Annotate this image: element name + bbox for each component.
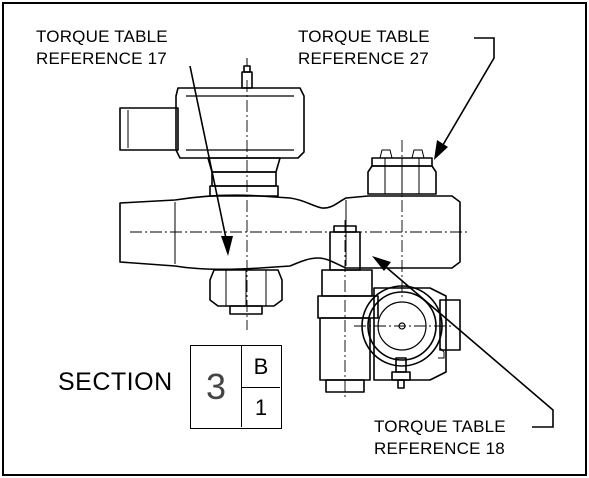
nut-ref17 [209, 269, 283, 307]
arrow-ref17 [221, 236, 233, 256]
left-housing [119, 107, 179, 151]
callout-ref17-line2: REFERENCE 17 [36, 49, 167, 68]
assembly-part [119, 58, 461, 393]
callout-ref17: TORQUE TABLE REFERENCE 17 [36, 26, 168, 70]
section-sheet: 1 [254, 394, 268, 420]
arrow-ref18 [372, 256, 391, 271]
section-symbol: 3 B 1 [190, 345, 282, 429]
callout-ref18: TORQUE TABLE REFERENCE 18 [374, 416, 506, 460]
callout-ref27-line1: TORQUE TABLE [298, 27, 430, 46]
callout-ref27: TORQUE TABLE REFERENCE 27 [298, 26, 430, 70]
section-label: SECTION [58, 368, 173, 396]
section-letter: B [242, 346, 280, 388]
callout-ref17-line1: TORQUE TABLE [36, 27, 168, 46]
leader-lines [189, 37, 554, 428]
callout-ref27-line2: REFERENCE 27 [298, 49, 429, 68]
arrowheads [221, 140, 448, 271]
callout-ref18-line1: TORQUE TABLE [374, 417, 506, 436]
center-lines [130, 80, 470, 400]
arrow-ref27 [434, 140, 448, 160]
section-number: 3 [191, 346, 242, 427]
callout-ref18-line2: REFERENCE 18 [374, 439, 505, 458]
top-cap [175, 87, 305, 159]
